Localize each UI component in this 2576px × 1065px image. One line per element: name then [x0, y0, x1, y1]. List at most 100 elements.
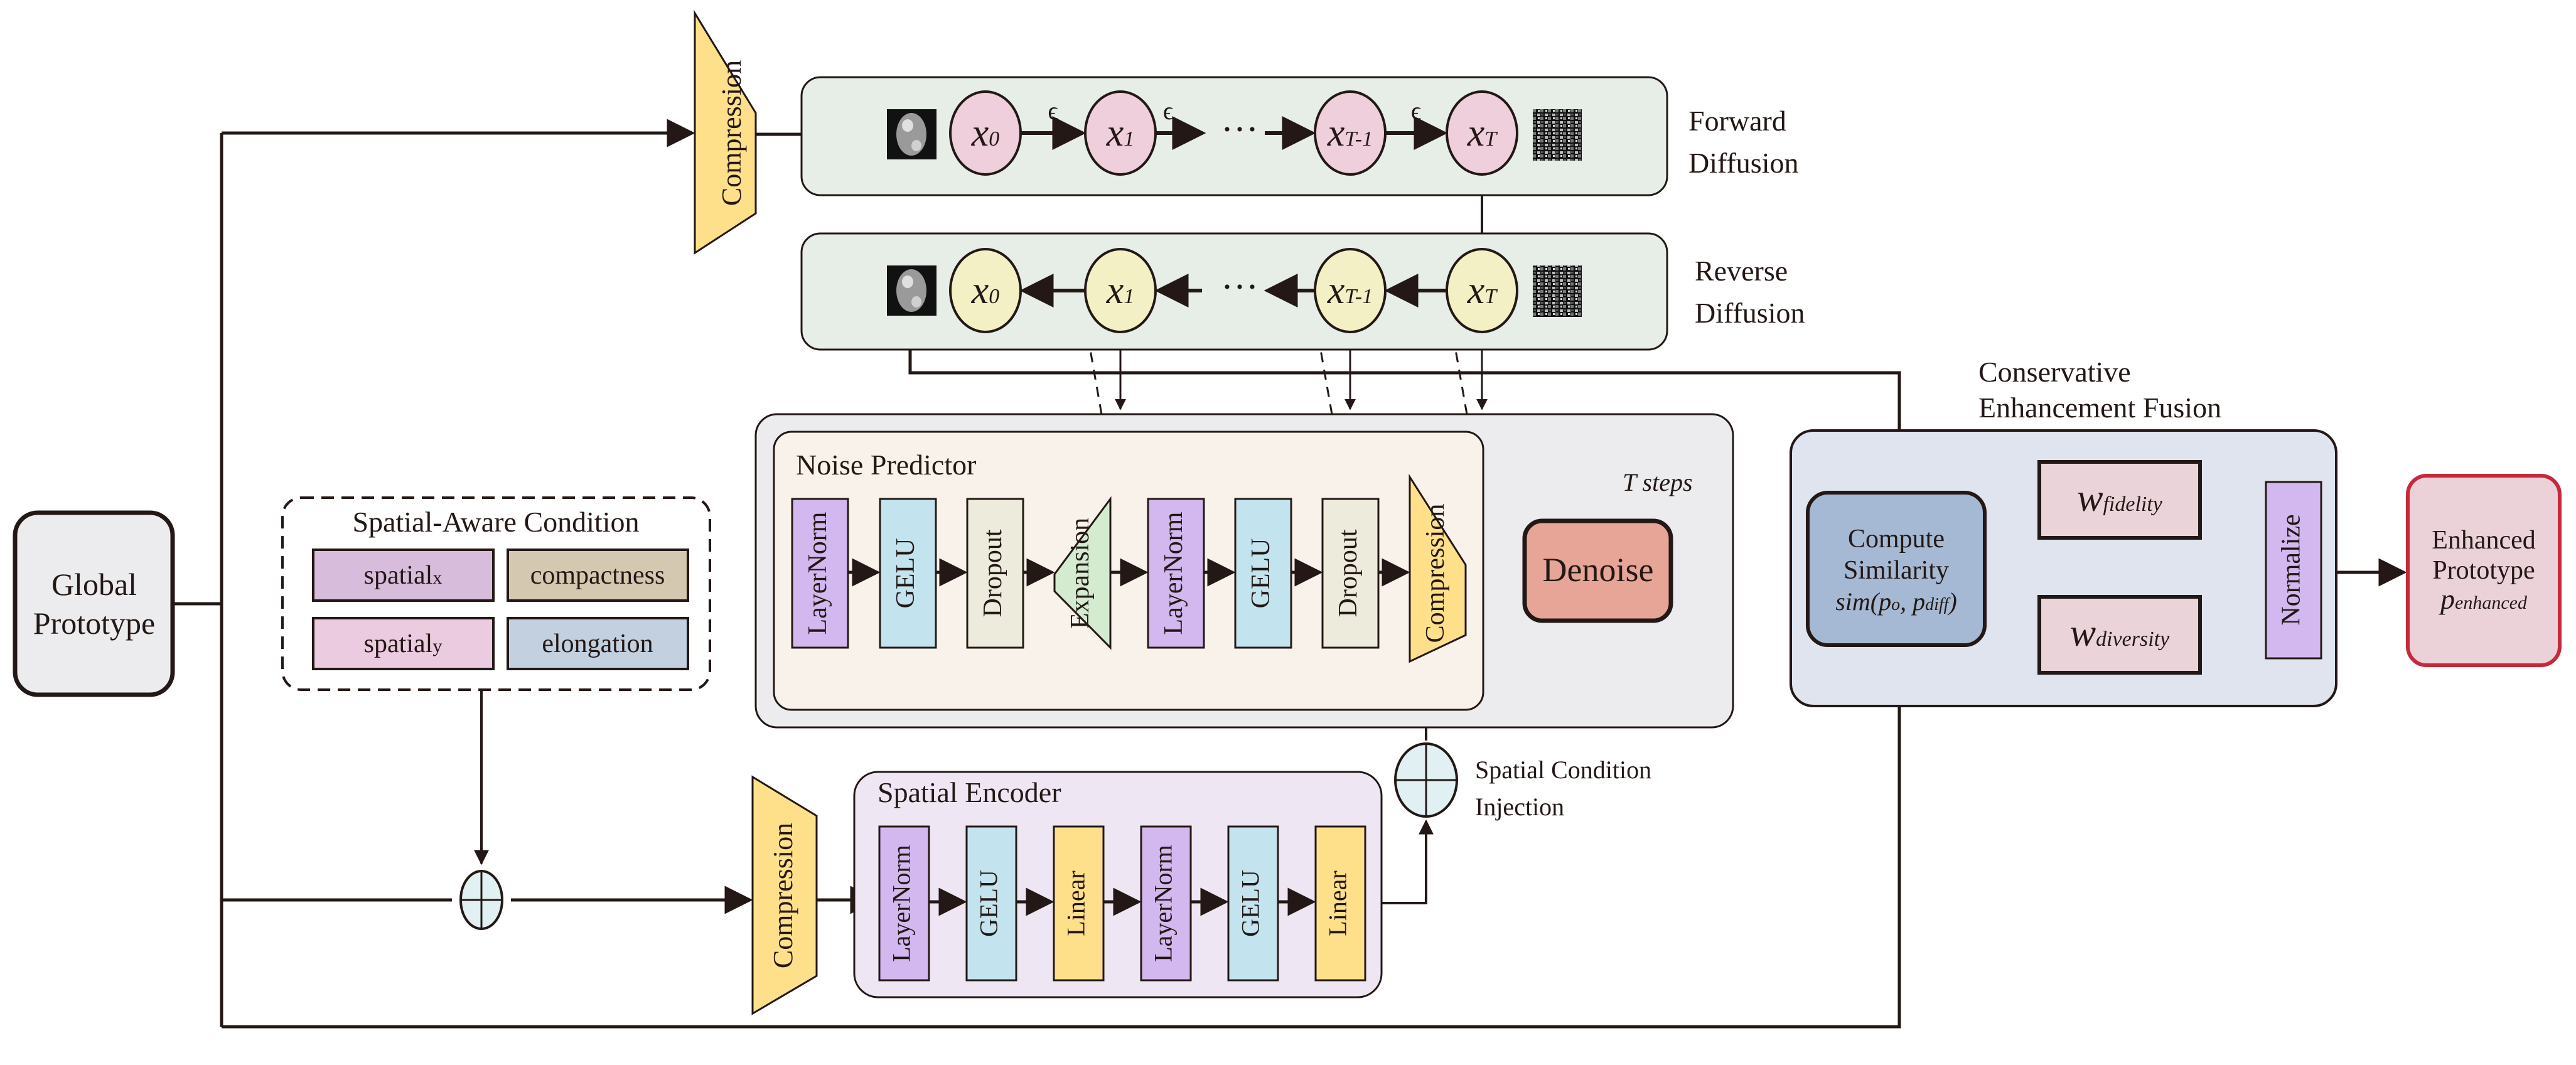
spatial-encoder-panel: Spatial Encoder LayerNorm GELU Linear Layer… [853, 771, 1383, 998]
reverse-node-label: x1 [1106, 269, 1135, 312]
forward-noise-image [1533, 109, 1582, 161]
noise-predictor-layernorm-4: LayerNorm [1147, 498, 1205, 649]
forward-diffusion-title-1: Forward [1688, 105, 1786, 137]
forward-diffusion-title-2: Diffusion [1688, 147, 1799, 179]
noise-predictor-layernorm-0: LayerNorm [791, 498, 849, 649]
spatial-encoder-layer-label: GELU [975, 870, 1003, 937]
enhanced-symbol: penhanced [2439, 583, 2528, 615]
forward-node-3: xT [1446, 90, 1518, 176]
condition-item-spatialx: spatialx [312, 549, 495, 602]
t-steps-label: T steps [1623, 468, 1693, 496]
forward-node-0: x0 [949, 90, 1022, 176]
noise-predictor-outer: Noise Predictor LayerNorm GELU Dropout Expa… [754, 413, 1734, 729]
noise-predictor-gelu-5: GELU [1234, 498, 1292, 649]
reverse-diffusion-title-2: Diffusion [1695, 297, 1805, 329]
reverse-node-label: xT-1 [1327, 269, 1373, 312]
forward-node-label: x0 [971, 112, 1000, 154]
forward-diffusion-panel: ··· x0 x1 xT-1 xT ϵ ϵ ϵ Forward Diffusion [800, 76, 1799, 196]
w-fidelity-block [2037, 460, 2202, 540]
spatial-encoder-layer-label: LayerNorm [888, 845, 916, 962]
noise-predictor-expansion-3: Expansion [1053, 496, 1112, 650]
forward-ellipsis: ··· [1221, 109, 1258, 150]
fusion-title-2: Enhancement Fusion [1978, 392, 2221, 424]
spatial-encoder-layer-label: Linear [1062, 870, 1090, 936]
reverse-node-label: xT [1467, 269, 1498, 312]
global-prototype-node: Global Prototype [13, 510, 175, 697]
noise-predictor-dropout-6: Dropout [1321, 498, 1380, 649]
forward-input-image-organ [896, 113, 926, 156]
forward-node-1: x1 [1084, 90, 1157, 176]
reverse-ellipsis: ··· [1221, 266, 1258, 308]
condition-item-label: spatialy [364, 629, 443, 658]
noise-predictor-layer-label: LayerNorm [803, 511, 832, 634]
noise-predictor-dropout-2: Dropout [966, 498, 1024, 649]
condition-item-spatialy: spatialy [312, 617, 495, 670]
spatial-aware-condition-panel: Spatial-Aware Condition spatialx compactn… [281, 496, 711, 691]
condition-item-elongation: elongation [507, 617, 689, 670]
compute-similarity-block [1806, 491, 1987, 647]
denoise-block [1522, 518, 1673, 623]
noise-predictor-gelu-1: GELU [879, 498, 937, 649]
condition-item-label: elongation [542, 629, 653, 658]
fusion-panel: Conservative Enhancement Fusion Compute … [1790, 356, 2337, 707]
top-compression-block: Compression [694, 9, 757, 255]
forward-node-2: xT-1 [1314, 90, 1387, 176]
reverse-diffusion-title-1: Reverse [1695, 255, 1788, 287]
w-fidelity-label: wfidelity [2077, 477, 2163, 520]
noise-predictor-layer-label: Dropout [1334, 529, 1363, 617]
normalize-label: Normalize [2277, 514, 2306, 625]
noise-predictor-title: Noise Predictor [796, 449, 976, 481]
spatial-encoder-title: Spatial Encoder [877, 776, 1061, 808]
spatial-encoder-layer-label: LayerNorm [1149, 845, 1178, 962]
bottom-bus-to-similarity [222, 643, 1914, 1029]
condition-add-operator [459, 870, 503, 930]
injection-label-1: Spatial Condition [1475, 756, 1651, 784]
forward-node-label: xT-1 [1327, 112, 1373, 154]
reverse-node-1: x1 [1084, 248, 1157, 333]
spatial-encoder-gelu-1: GELU [965, 825, 1017, 982]
normalize-block [2265, 481, 2322, 660]
reverse-node-label: x0 [971, 269, 1000, 312]
spatial-encoder-linear-5: Linear [1314, 825, 1366, 982]
denoise-label: Denoise [1543, 551, 1654, 589]
reverse-noise-image [1533, 265, 1582, 317]
condition-item-compactness: compactness [507, 549, 689, 602]
spatial-encoder-layernorm-3: LayerNorm [1140, 825, 1192, 982]
enhanced-prototype-node: Enhanced Prototype penhanced [2406, 474, 2562, 667]
encoder-to-injection [1365, 819, 1434, 904]
spatial-encoder-linear-2: Linear [1053, 825, 1105, 982]
noise-predictor-layer-label: GELU [891, 538, 920, 609]
forward-node-label: xT [1467, 112, 1498, 154]
reverse-node-3: xT [1446, 248, 1518, 333]
reverse-diffusion-panel: ··· x0 x1 xT-1 xT Reverse Diffusion [800, 232, 1805, 351]
similarity-label-2: Similarity [1843, 556, 1949, 585]
condition-item-label: spatialx [364, 561, 443, 590]
noise-predictor-compression-7: Compression [1409, 473, 1467, 663]
spatial-encoder-layer-label: Linear [1324, 870, 1352, 936]
noise-epsilon-label: ϵ [1411, 97, 1421, 125]
enhanced-label-2: Prototype [2432, 556, 2535, 585]
noise-epsilon-label: ϵ [1048, 97, 1058, 125]
top-compression-label: Compression [716, 60, 747, 206]
w-diversity-block [2037, 595, 2202, 675]
spatial-encoder-gelu-4: GELU [1227, 825, 1279, 982]
global-prototype-label-2: Prototype [33, 606, 155, 641]
spatial-encoder-layer-label: GELU [1237, 870, 1265, 937]
global-prototype-label-1: Global [51, 567, 137, 602]
forward-node-label: x1 [1106, 112, 1135, 154]
condition-item-label: compactness [530, 561, 665, 590]
reverse-node-0: x0 [949, 248, 1022, 333]
fusion-title-1: Conservative [1978, 356, 2131, 388]
injection-label-2: Injection [1475, 793, 1564, 821]
similarity-formula: sim(po, pdiff) [1835, 587, 1957, 616]
encoder-compression-label: Compression [768, 823, 798, 968]
noise-predictor-layer-label: LayerNorm [1159, 511, 1188, 634]
noise-predictor-layer-label: Dropout [979, 529, 1007, 617]
reverse-node-2: xT-1 [1314, 248, 1387, 333]
noise-epsilon-label: ϵ [1163, 97, 1173, 125]
noise-predictor-layer-label: GELU [1247, 538, 1275, 609]
enhanced-label-1: Enhanced [2432, 526, 2536, 555]
spatial-condition-injection: Spatial Condition Injection [1394, 742, 1651, 821]
spatial-condition-title: Spatial-Aware Condition [353, 506, 640, 538]
